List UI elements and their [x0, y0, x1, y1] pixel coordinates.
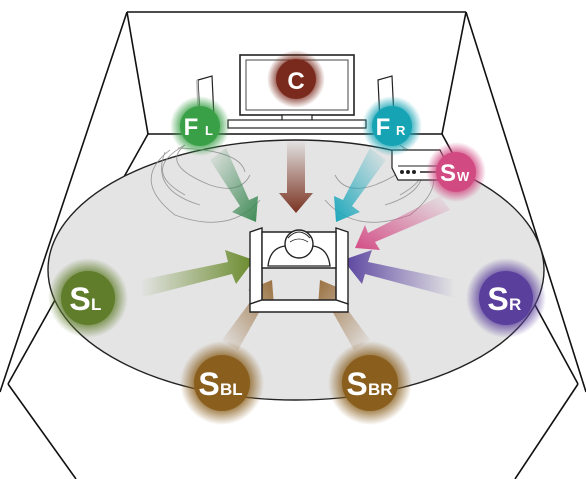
speaker-surround-back-right: S BR	[328, 341, 412, 425]
arrow-surround-right	[343, 250, 455, 298]
speaker-surround-left-label: S	[69, 281, 90, 317]
speaker-front-right: F R	[362, 96, 422, 156]
speaker-subwoofer-sub: W	[457, 169, 470, 184]
arrow-front-right	[334, 148, 386, 222]
speaker-surround-back-left-sub: BL	[220, 380, 243, 399]
arrow-surround-back-right	[318, 280, 370, 350]
speaker-surround-back-right-label: S	[346, 366, 367, 402]
speaker-surround-right-sub: R	[509, 295, 521, 314]
speaker-surround-back-left: S BL	[180, 341, 264, 425]
speaker-front-left-label: F	[184, 114, 199, 141]
speaker-center: C	[267, 50, 325, 108]
speaker-subwoofer: S W	[426, 142, 486, 202]
speaker-surround-right: S R	[466, 258, 546, 338]
speaker-surround-left-sub: L	[91, 295, 101, 314]
speaker-front-left: F L	[170, 96, 230, 156]
arrow-front-left	[210, 148, 258, 222]
speaker-surround-back-right-sub: BR	[368, 380, 393, 399]
arrow-surround-left	[140, 250, 254, 298]
speaker-subwoofer-label: S	[440, 160, 456, 187]
listener-icon	[267, 229, 331, 267]
speaker-surround-left: S L	[48, 258, 128, 338]
speaker-front-left-sub: L	[205, 123, 213, 138]
speaker-front-right-label: F	[376, 114, 391, 141]
speaker-surround-right-label: S	[487, 281, 508, 317]
speaker-surround-back-left-label: S	[198, 366, 219, 402]
speaker-front-right-sub: R	[396, 123, 406, 138]
arrow-subwoofer	[355, 196, 450, 250]
arrow-center	[279, 140, 313, 213]
speaker-center-label: C	[287, 68, 304, 95]
